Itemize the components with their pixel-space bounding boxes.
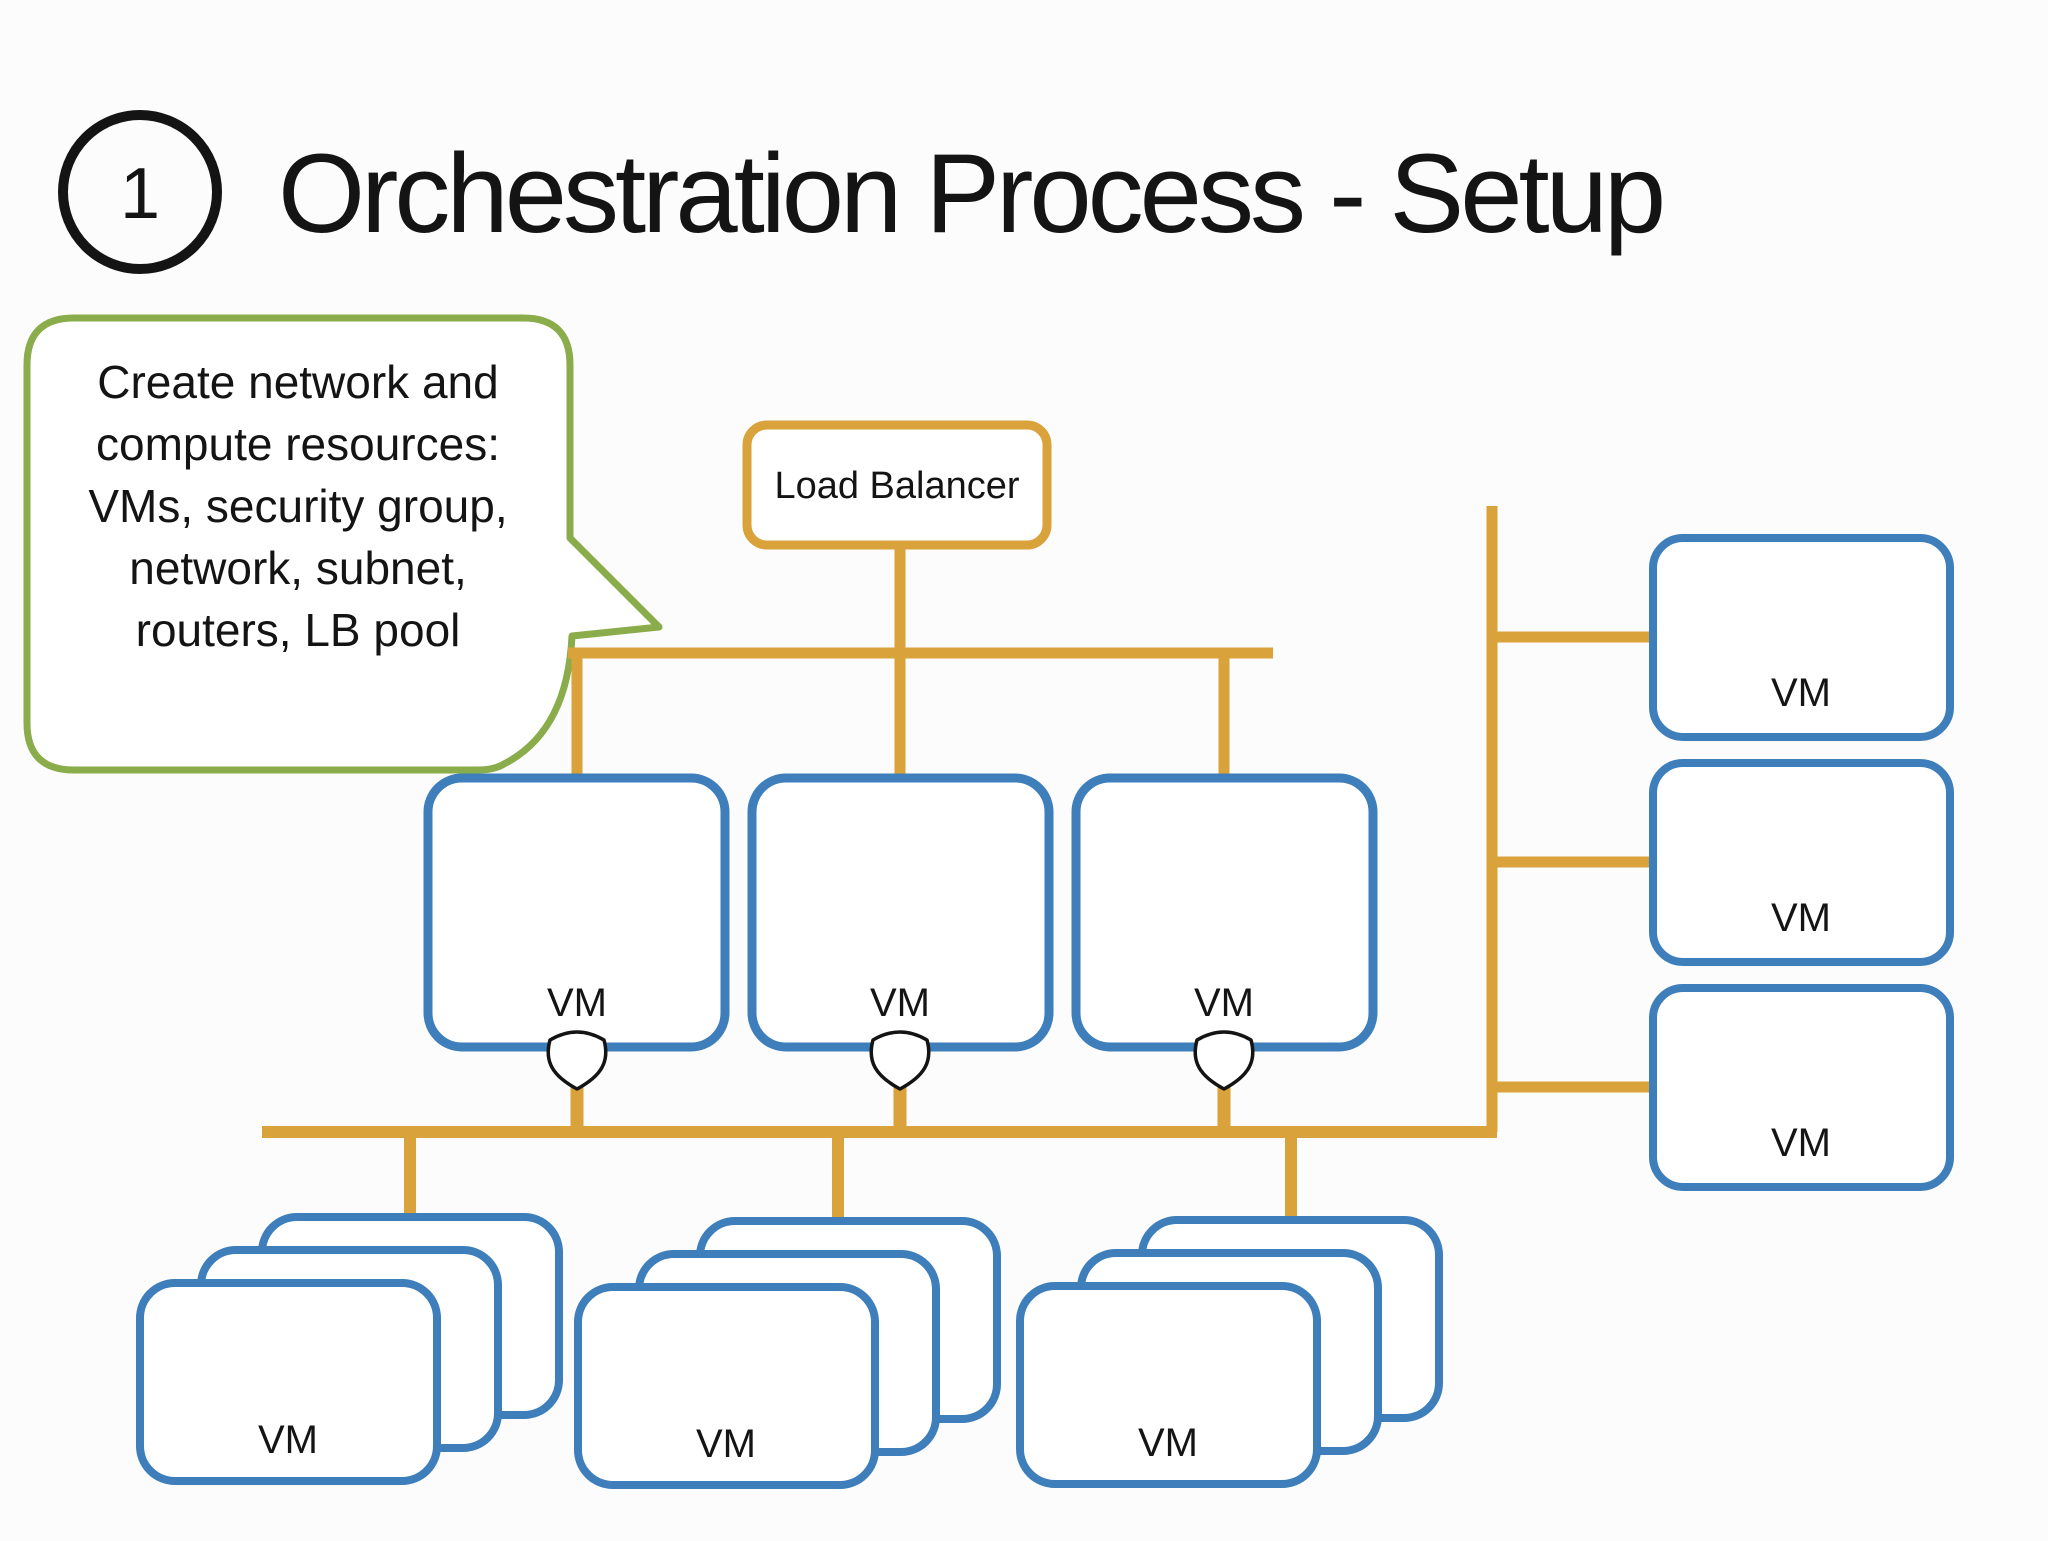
- vm-label: VM: [547, 981, 607, 1025]
- step-number-circle: [58, 110, 222, 274]
- vm-stack: VM: [574, 1217, 1001, 1489]
- page-title: Orchestration Process - Setup: [278, 131, 1662, 256]
- load-balancer-box: [742, 420, 1052, 550]
- vm-stack: VM: [1016, 1216, 1443, 1488]
- vm-label: VM: [1138, 1421, 1198, 1465]
- stack-front-box: [136, 1279, 441, 1485]
- vm-label: VM: [1194, 981, 1254, 1025]
- vm-label: VM: [1771, 1121, 1831, 1165]
- load-balancer-label: Load Balancer: [774, 465, 1019, 507]
- callout-line: network, subnet,: [129, 542, 467, 594]
- step-number: 1: [120, 154, 160, 234]
- vm-label: VM: [258, 1418, 318, 1462]
- stack-front-box: [574, 1283, 879, 1489]
- vm-box: [1649, 534, 1954, 741]
- vm-label: VM: [696, 1422, 756, 1466]
- security-shield-icon: [546, 1030, 608, 1091]
- stack-front-box: [1016, 1282, 1321, 1488]
- vm-box: [1649, 759, 1954, 966]
- vm-label: VM: [1771, 896, 1831, 940]
- security-shield-icon: [1193, 1030, 1255, 1091]
- callout-line: routers, LB pool: [136, 604, 461, 656]
- security-shield-icon: [869, 1030, 931, 1091]
- callout-line: VMs, security group,: [88, 480, 507, 532]
- vm-stack: VM: [136, 1213, 563, 1485]
- vm-box: [1649, 984, 1954, 1191]
- vm-label: VM: [870, 981, 930, 1025]
- callout-line: Create network and: [97, 356, 498, 408]
- vm-label: VM: [1771, 671, 1831, 715]
- callout-bubble: [23, 314, 663, 774]
- callout-line: compute resources:: [96, 418, 500, 470]
